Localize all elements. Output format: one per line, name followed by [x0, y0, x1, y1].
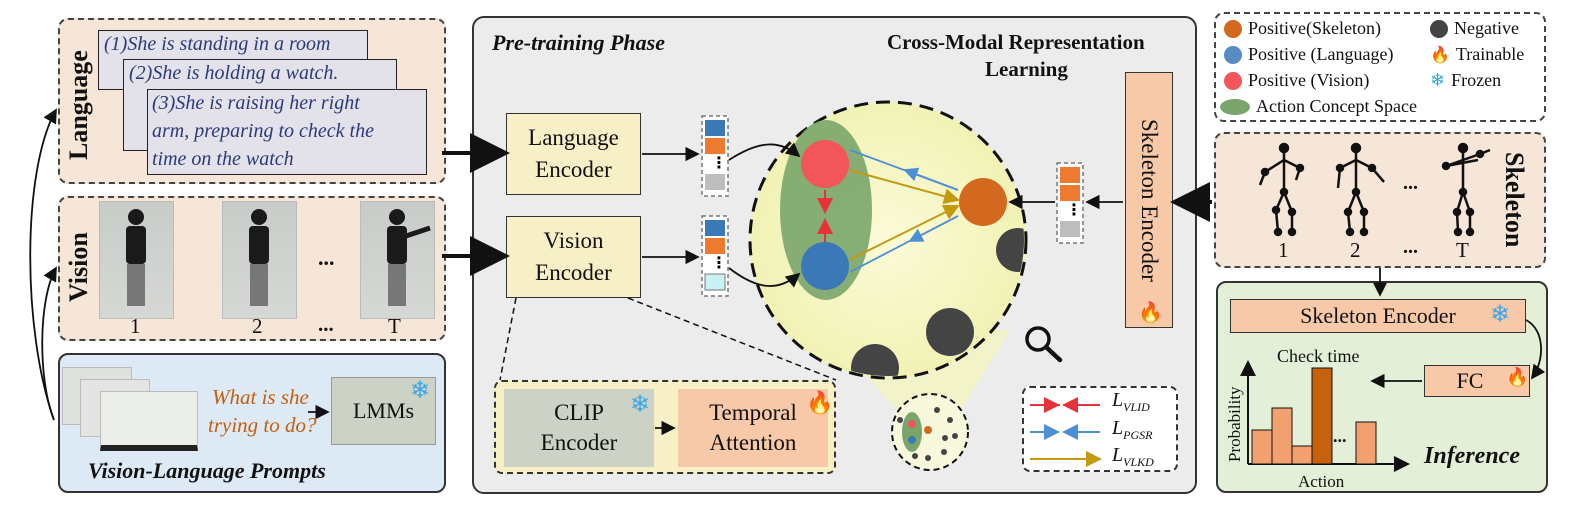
vision-frame-label-2: 2	[252, 314, 263, 338]
lmm-label: LMMs	[352, 398, 415, 423]
legend-negative: Negative	[1430, 18, 1519, 39]
legend-action-concept-text: Action Concept Space	[1256, 96, 1417, 116]
vlp-title: Vision-Language Prompts	[88, 458, 326, 483]
legend-dot-skeleton	[1224, 19, 1242, 38]
vision-frame-label-ellipsis: ...	[318, 312, 334, 336]
vision-frame-label-1: 1	[130, 314, 141, 338]
loss-vlkd-sub: VLKD	[1123, 455, 1154, 469]
legend-trainable: 🔥 Trainable	[1430, 44, 1524, 65]
legend-negative-text: Negative	[1454, 18, 1519, 38]
loss-pgsr-main: L	[1112, 417, 1124, 439]
legend-positive-language: Positive (Language)	[1224, 44, 1393, 65]
vision-encoder: Vision Encoder	[506, 216, 641, 298]
temporal-attention-line1: Temporal	[709, 400, 797, 425]
loss-vlkd: LVLKD	[1112, 444, 1154, 470]
inference-title: Inference	[1424, 443, 1520, 469]
sentence-3b: arm, preparing to check the	[152, 120, 374, 142]
skeleton-label-ellipsis: ...	[1403, 236, 1418, 258]
crossmodal-title-2: Learning	[985, 57, 1068, 81]
sentence-3a: (3)She is raising her right	[152, 92, 360, 114]
legend-dot-vision	[1224, 71, 1242, 90]
legend-frozen: ❄ Frozen	[1430, 70, 1501, 91]
loss-vlid-main: L	[1112, 389, 1124, 411]
sentence-card-3	[147, 89, 427, 175]
histogram-ellipsis: ...	[1333, 426, 1347, 446]
check-time-label: Check time	[1277, 346, 1360, 366]
sentence-2: (2)She is holding a watch.	[129, 62, 339, 84]
clip-encoder-box: CLIP Encoder	[504, 389, 654, 467]
clip-encoder-line2: Encoder	[540, 430, 618, 455]
skeleton-frame-2	[1335, 142, 1385, 237]
legend-positive-skeleton: Positive(Skeleton)	[1224, 18, 1381, 39]
legend-positive-language-text: Positive (Language)	[1248, 44, 1394, 64]
legend-panel	[1214, 12, 1546, 122]
legend-positive-skeleton-text: Positive(Skeleton)	[1248, 18, 1381, 38]
inference-frozen-icon: ❄	[1490, 302, 1511, 328]
vision-frame-label-T: T	[388, 314, 401, 338]
skeleton-side-label: Skeleton	[1500, 152, 1529, 248]
pretrain-skeleton-trainable-icon: 🔥	[1138, 302, 1163, 324]
lmm-box: LMMs	[331, 377, 436, 445]
vision-mid-ellipsis: ...	[318, 245, 335, 270]
legend-trainable-text: Trainable	[1455, 44, 1525, 64]
fc-label: FC	[1456, 368, 1484, 393]
inference-skeleton-encoder: Skeleton Encoder	[1230, 299, 1526, 333]
legend-dot-negative	[1430, 19, 1448, 38]
probability-axis-label: Probability	[1225, 386, 1244, 462]
sentence-3c: time on the watch	[152, 148, 294, 170]
legend-ellipse-concept	[1220, 98, 1250, 115]
skeleton-frame-1	[1258, 142, 1305, 237]
pretraining-title: Pre-training Phase	[492, 30, 665, 55]
temporal-attention-box: Temporal Attention	[678, 389, 828, 467]
vlp-question-1: What is she	[212, 385, 309, 409]
skeleton-label-T: T	[1456, 238, 1469, 262]
crossmodal-title-1: Cross-Modal Representation	[887, 30, 1145, 54]
loss-pgsr-sub: PGSR	[1123, 428, 1153, 442]
skeleton-label-2: 2	[1350, 238, 1361, 262]
loss-vlid-sub: VLID	[1123, 400, 1150, 414]
lmm-frozen-icon: ❄	[410, 378, 431, 404]
temporal-attention-line2: Attention	[709, 430, 797, 455]
inference-skeleton-encoder-label: Skeleton Encoder	[1300, 303, 1456, 328]
skeleton-frame-T	[1441, 142, 1491, 237]
sentence-1: (1)She is standing in a room	[104, 33, 331, 55]
loss-vlkd-main: L	[1112, 444, 1124, 466]
vlp-video-frame-3	[100, 391, 198, 451]
legend-action-concept: Action Concept Space	[1220, 96, 1417, 117]
legend-flame-icon: 🔥	[1430, 46, 1450, 64]
language-encoder: Language Encoder	[506, 113, 641, 195]
clip-frozen-icon: ❄	[630, 392, 651, 418]
legend-positive-vision-text: Positive (Vision)	[1248, 70, 1370, 90]
language-encoder-line2: Encoder	[535, 157, 612, 182]
loss-pgsr: LPGSR	[1112, 417, 1152, 443]
loss-legend-box	[1022, 386, 1178, 472]
legend-positive-vision: Positive (Vision)	[1224, 70, 1369, 91]
skeleton-label-1: 1	[1278, 238, 1289, 262]
vision-encoder-line1: Vision	[543, 228, 604, 253]
legend-snowflake-icon: ❄	[1430, 70, 1446, 90]
clip-encoder-line1: CLIP	[554, 400, 604, 425]
vision-encoder-line2: Encoder	[535, 260, 612, 285]
fc-layer: FC	[1424, 365, 1530, 397]
skeleton-panel	[1214, 132, 1546, 268]
fc-trainable-icon: 🔥	[1506, 367, 1529, 387]
language-encoder-line1: Language	[528, 125, 619, 150]
loss-vlid: LVLID	[1112, 389, 1150, 415]
action-axis-label: Action	[1298, 472, 1345, 491]
legend-frozen-text: Frozen	[1451, 70, 1502, 90]
pretrain-skeleton-encoder-label: Skeleton Encoder	[1137, 118, 1162, 282]
vlp-question-2: trying to do?	[208, 413, 317, 437]
skeleton-mid-ellipsis: ...	[1403, 172, 1418, 194]
legend-dot-language	[1224, 45, 1242, 64]
